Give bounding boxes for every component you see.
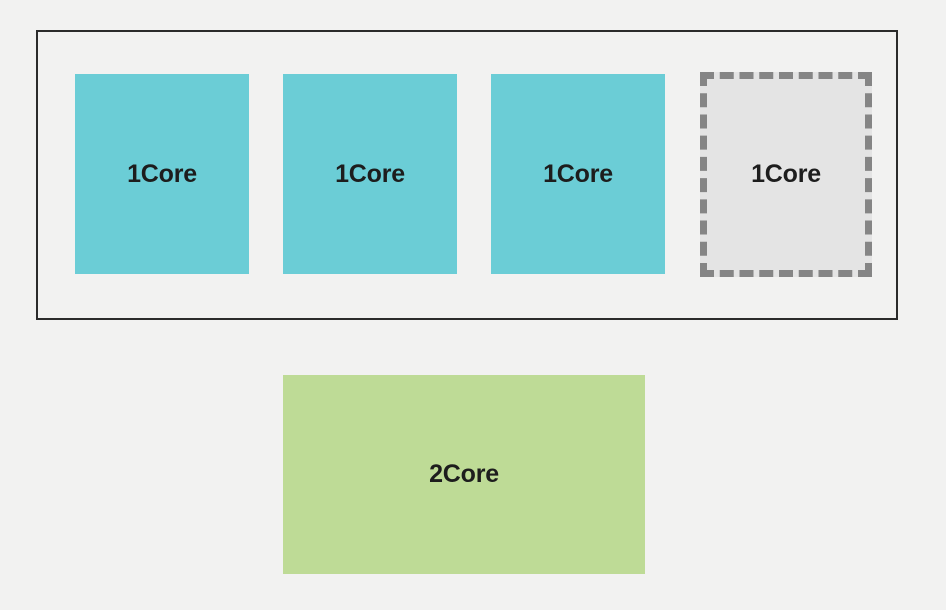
core-node-1[interactable]: 1Core xyxy=(75,74,249,274)
core-node-3[interactable]: 1Core xyxy=(491,74,665,274)
core-node-3-label: 1Core xyxy=(543,159,613,188)
core-node-2[interactable]: 1Core xyxy=(283,74,457,274)
core-node-1-label: 1Core xyxy=(127,159,197,188)
core-group-container xyxy=(36,30,898,320)
core-node-5-label: 2Core xyxy=(429,460,499,488)
core-node-4-placeholder[interactable]: 1Core xyxy=(700,72,872,277)
core-node-4-label: 1Core xyxy=(751,160,821,188)
core-node-5[interactable]: 2Core xyxy=(283,375,645,574)
core-node-2-label: 1Core xyxy=(335,159,405,188)
